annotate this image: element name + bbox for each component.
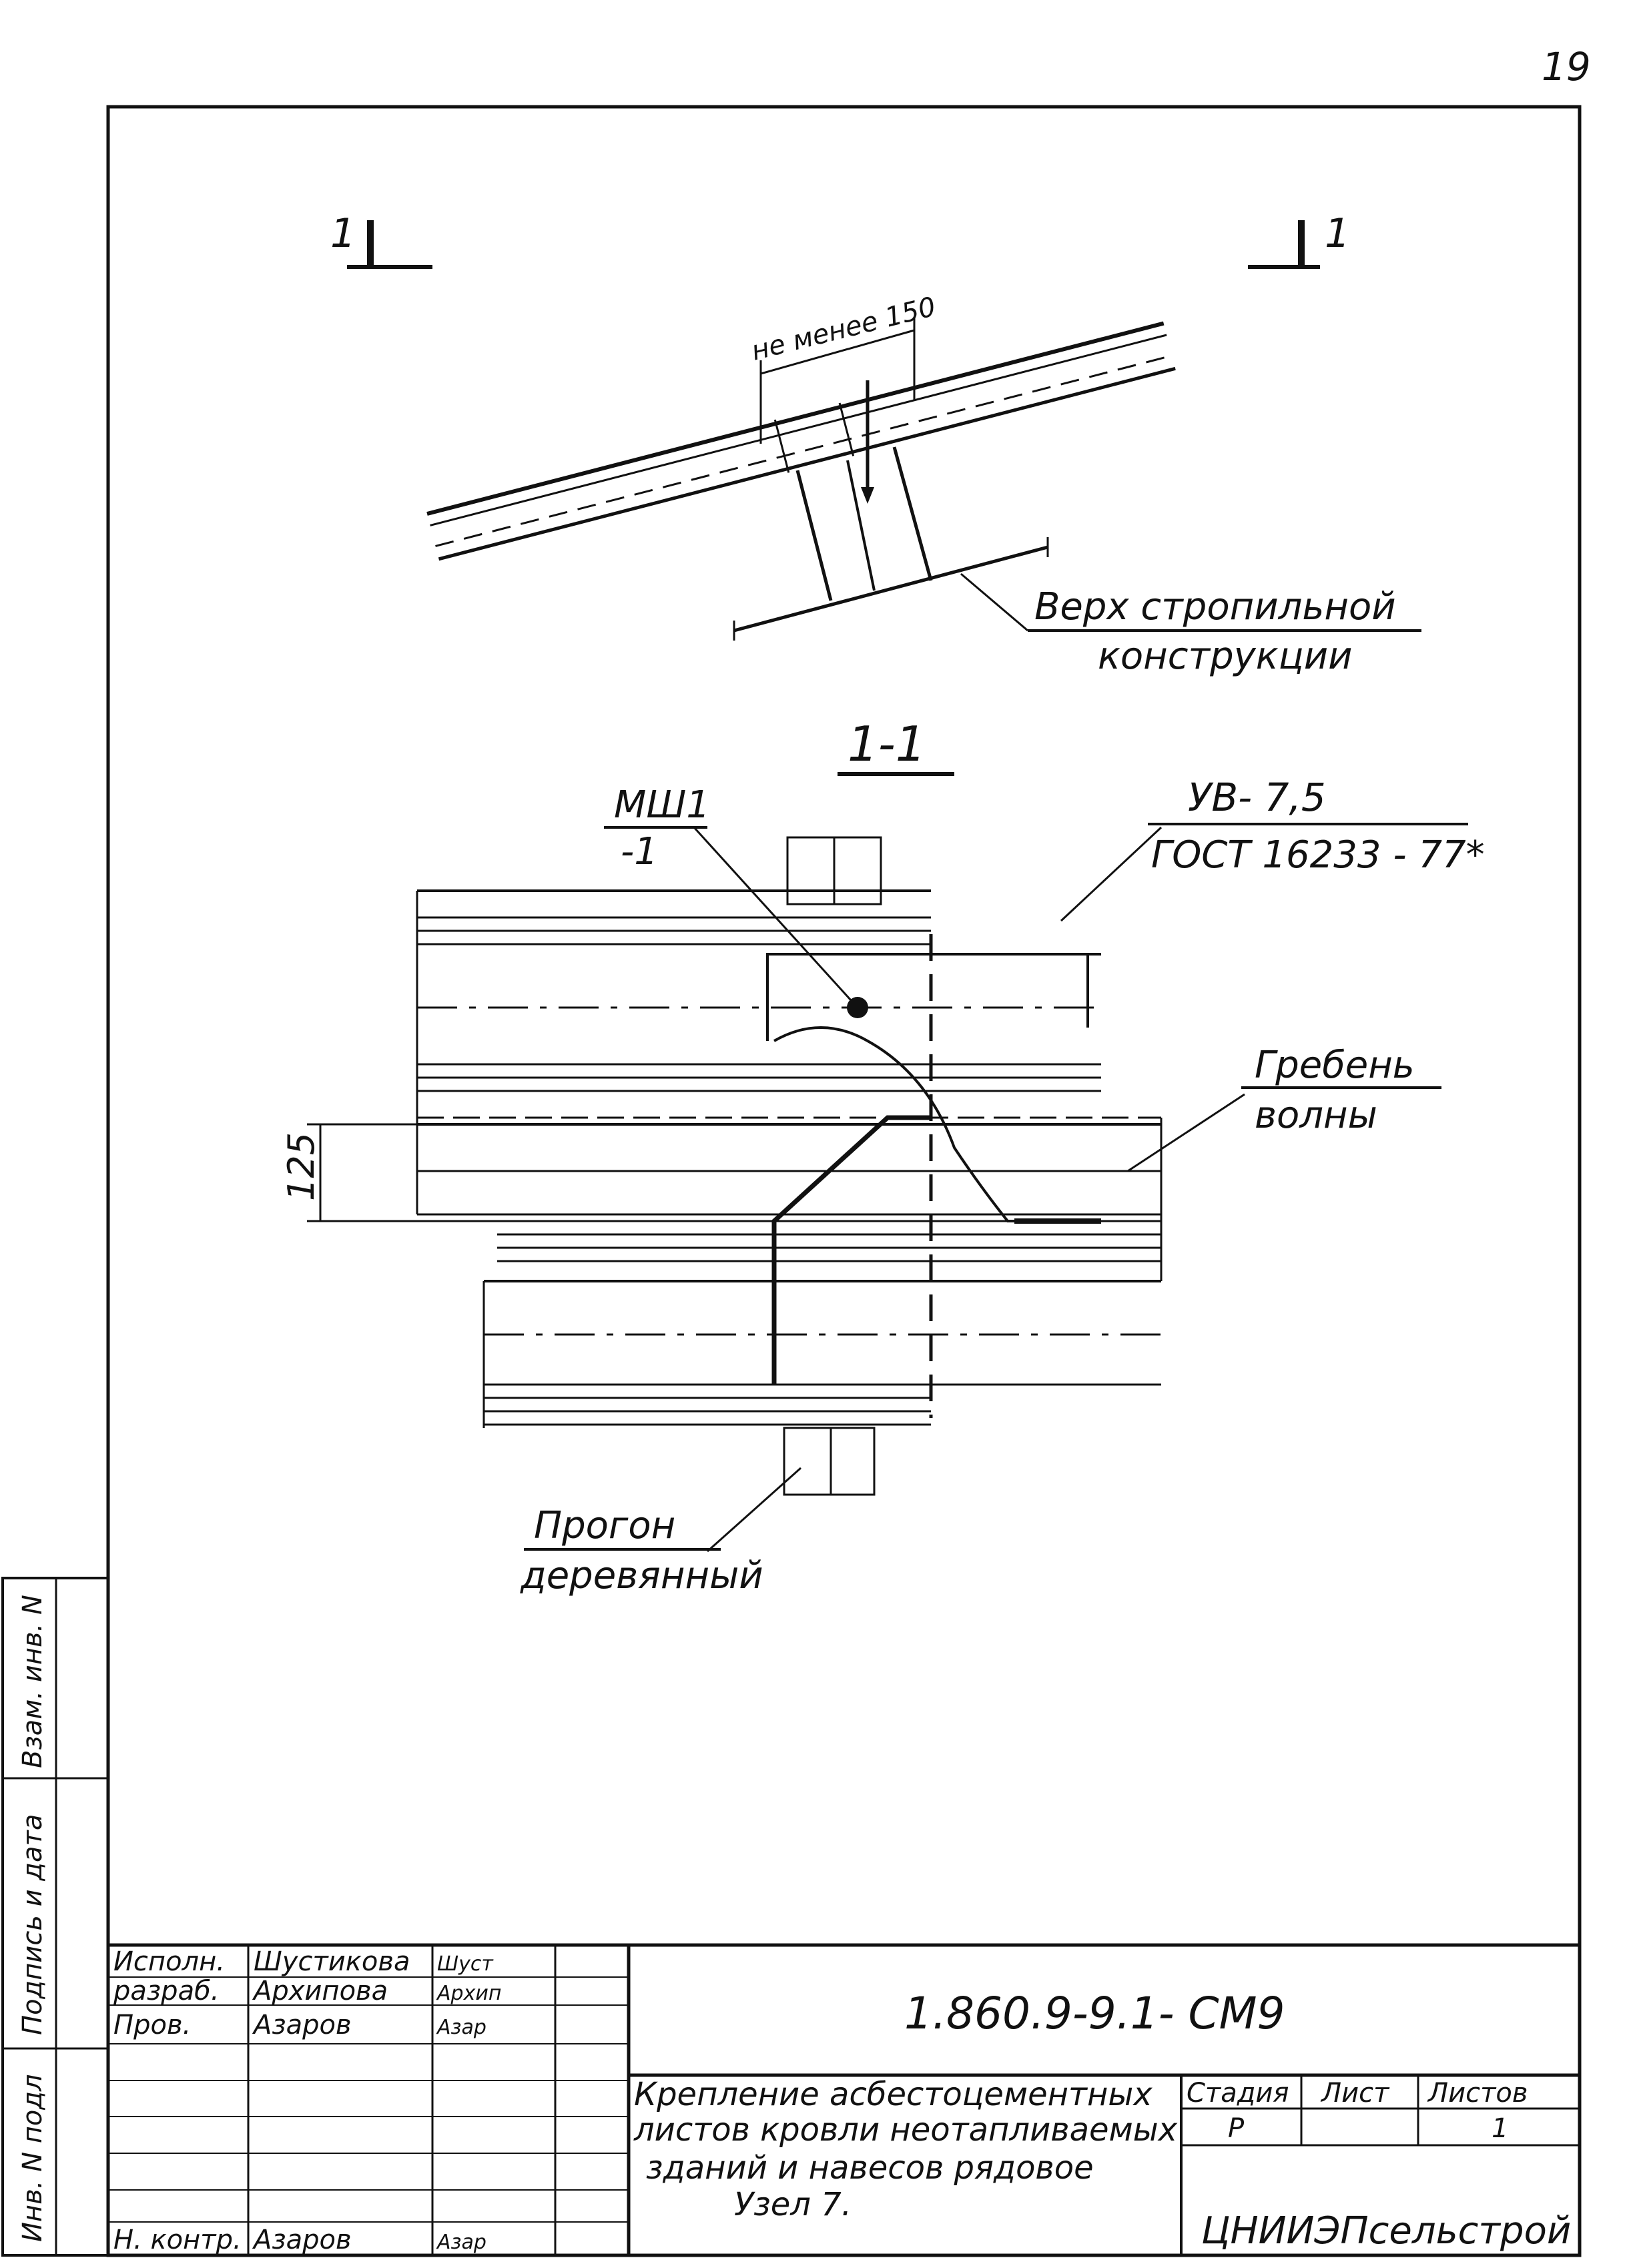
sheet-header: Лист xyxy=(1320,2078,1390,2109)
rafter-label-line2: конструкции xyxy=(1098,635,1353,678)
organization: ЦНИИЭПсельстрой xyxy=(1201,2209,1571,2253)
name-3: Азаров xyxy=(252,2225,352,2255)
sign-3: Азар xyxy=(436,2231,486,2254)
screw-label-top: МШ1 xyxy=(614,783,710,827)
rafter-label-line1: Верх стропильной xyxy=(1034,585,1396,629)
section-1-1: 1-1 УВ- 7,5 ГОСТ 16233 - 77* МШ1 -1 xyxy=(280,716,1485,1597)
section-title: 1-1 xyxy=(848,716,926,772)
washer-standard: ГОСТ 16233 - 77* xyxy=(1151,833,1485,877)
page-number: 19 xyxy=(1542,44,1591,89)
top-view: не менее 150 Верх стропильной конструкци… xyxy=(426,292,1421,678)
crest-label-line2: волны xyxy=(1255,1094,1377,1137)
drawing-title-line2: листов кровли неотапливаемых xyxy=(633,2111,1178,2149)
document-code: 1.860.9-9.1- СМ9 xyxy=(904,1988,1285,2039)
cut-marker-right-label: 1 xyxy=(1325,210,1350,257)
screw-label-bottom: -1 xyxy=(621,830,658,873)
sheets-value: 1 xyxy=(1492,2113,1508,2144)
dimension-125: 125 xyxy=(280,1132,322,1201)
role-2: Пров. xyxy=(113,2010,191,2040)
side-stamp-inv-no: Инв. N подл xyxy=(17,2074,48,2242)
sign-1: Архип xyxy=(436,1982,501,2005)
drawing-title-line4: Узел 7. xyxy=(734,2186,852,2223)
drawing-title-line1: Крепление асбестоцементных xyxy=(634,2076,1153,2113)
side-stamp-replace-inv: Взам. инв. N xyxy=(17,1595,48,1768)
name-0: Шустикова xyxy=(254,1946,410,1977)
drawing-title-line3: зданий и навесов рядовое xyxy=(646,2149,1094,2187)
role-0: Исполн. xyxy=(113,1946,225,1977)
name-2: Азаров xyxy=(252,2010,352,2040)
purlin-label-line1: Прогон xyxy=(534,1504,675,1547)
top-view-dimension-label: не менее 150 xyxy=(748,292,938,367)
cut-marker-left-label: 1 xyxy=(330,210,356,257)
cut-marker-left: 1 xyxy=(330,210,432,269)
role-1: разраб. xyxy=(113,1976,219,2006)
title-block: Исполн. Шустикова Шуст разраб. Архипова … xyxy=(106,1943,1582,2257)
side-stamp-signature-date: Подпись и дата xyxy=(17,1814,48,2035)
side-stamp: Инв. N подл Подпись и дата Взам. инв. N xyxy=(1,1577,109,2257)
sheet-frame xyxy=(106,105,1582,2257)
stage-value: Р xyxy=(1228,2113,1245,2144)
sheets-header: Листов xyxy=(1427,2078,1528,2109)
washer-label: УВ- 7,5 xyxy=(1188,775,1326,820)
name-1: Архипова xyxy=(252,1976,388,2006)
purlin-label-line2: деревянный xyxy=(520,1554,763,1597)
crest-label-line1: Гребень xyxy=(1255,1044,1415,1087)
role-3: Н. контр. xyxy=(113,2225,242,2255)
sign-2: Азар xyxy=(436,2016,486,2039)
cut-marker-right: 1 xyxy=(1248,210,1350,269)
stage-header: Стадия xyxy=(1187,2078,1289,2109)
sign-0: Шуст xyxy=(437,1952,494,1976)
